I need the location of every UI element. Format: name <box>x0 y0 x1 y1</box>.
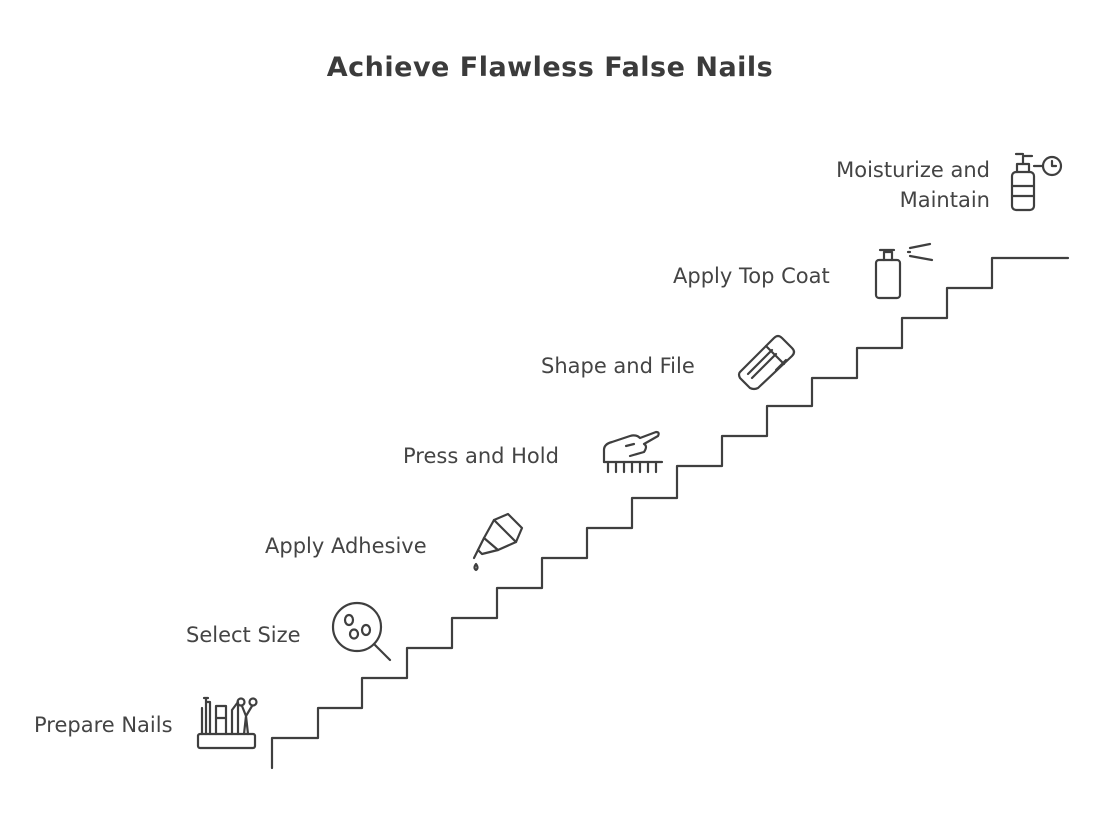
nail-tools-holder-icon <box>196 696 258 750</box>
step-label-line2: Maintain <box>899 188 990 212</box>
step-label-shape-and-file: Shape and File <box>541 354 695 378</box>
nail-file-icon <box>737 334 796 391</box>
glue-bottle-icon <box>472 512 524 572</box>
page-title: Achieve Flawless False Nails <box>326 52 774 83</box>
step-label-select-size: Select Size <box>186 623 301 647</box>
hand-press-icon <box>602 430 664 474</box>
step-label-press-and-hold: Press and Hold <box>403 444 559 468</box>
step-label-apply-top-coat: Apply Top Coat <box>673 264 830 288</box>
lotion-bottle-icon <box>1010 152 1063 212</box>
step-label-prepare-nails: Prepare Nails <box>34 713 173 737</box>
magnifier-icon <box>331 601 392 662</box>
step-label-moisturize-and-maintain: Moisturize and Maintain <box>760 155 990 215</box>
spray-bottle-icon <box>874 242 934 300</box>
step-label-line1: Moisturize and <box>836 158 990 182</box>
step-label-apply-adhesive: Apply Adhesive <box>265 534 427 558</box>
